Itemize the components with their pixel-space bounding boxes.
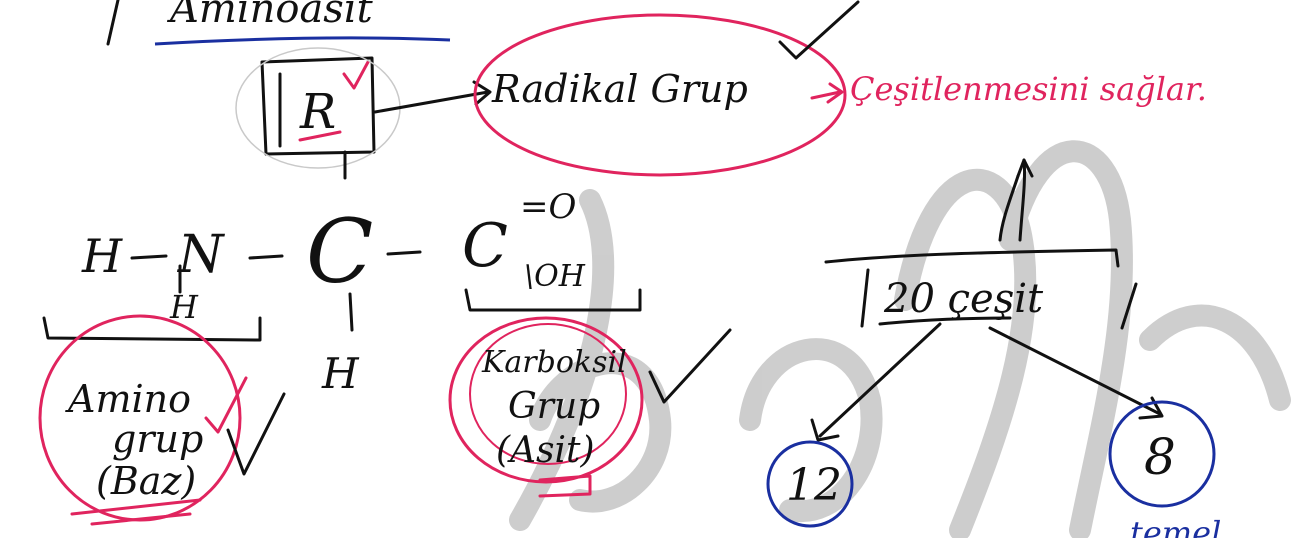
amino-group: Amino grup (Baz) <box>38 314 286 526</box>
amino-group-line3: (Baz) <box>96 459 196 503</box>
carboxyl-group: Karboksil Grup (Asit) <box>448 288 732 498</box>
handwritten-watermark-icon <box>509 140 1291 538</box>
radical-label: Radikal Grup <box>491 67 748 111</box>
right-count-circle <box>1108 400 1216 508</box>
check-mark-icon <box>342 60 370 90</box>
carboxyl-group-line1: Karboksil <box>481 345 627 380</box>
radical-label-group: Radikal Grup Çeşitlenmesini sağlar. <box>473 0 1207 177</box>
atom-h-left: H <box>81 229 123 283</box>
radical-symbol: R <box>299 84 336 140</box>
atom-c-acid: C <box>462 211 508 281</box>
variety-tree: 20 çeşit 12 8 temel <box>766 158 1221 538</box>
atom-n: N <box>176 225 225 285</box>
left-count: 12 <box>786 460 842 511</box>
left-count-circle <box>766 440 854 528</box>
radical-note: Çeşitlenmesini sağlar. <box>850 70 1207 108</box>
check-mark-icon <box>204 376 248 434</box>
atom-h-under-c: H <box>321 349 360 398</box>
title-underline <box>154 36 451 46</box>
check-mark-icon <box>648 328 732 404</box>
carboxyl-group-circle <box>448 316 644 484</box>
variety-label: 20 çeşit <box>883 276 1044 322</box>
hydroxyl-group: \OH <box>524 259 586 294</box>
check-mark-icon <box>226 392 286 476</box>
right-count-caption: temel <box>1130 514 1221 538</box>
carboxyl-group-line2: Grup <box>508 386 600 427</box>
title-group: Aminoasit <box>106 0 451 46</box>
carboxyl-group-line3: (Asit) <box>496 430 595 471</box>
amino-group-line2: grup <box>112 417 203 461</box>
atom-c-center: C <box>306 200 373 303</box>
check-mark-icon <box>778 0 860 60</box>
arrow-box-to-radical <box>373 80 492 114</box>
double-bond-oxygen: =O <box>520 187 576 227</box>
right-count: 8 <box>1144 428 1176 486</box>
amino-group-line1: Amino <box>65 377 191 421</box>
radical-label-circle <box>473 13 847 177</box>
atom-h-under-n: H <box>169 288 199 326</box>
structural-formula: H N C C =O \OH H H <box>81 187 586 398</box>
page-title: Aminoasit <box>166 0 374 32</box>
